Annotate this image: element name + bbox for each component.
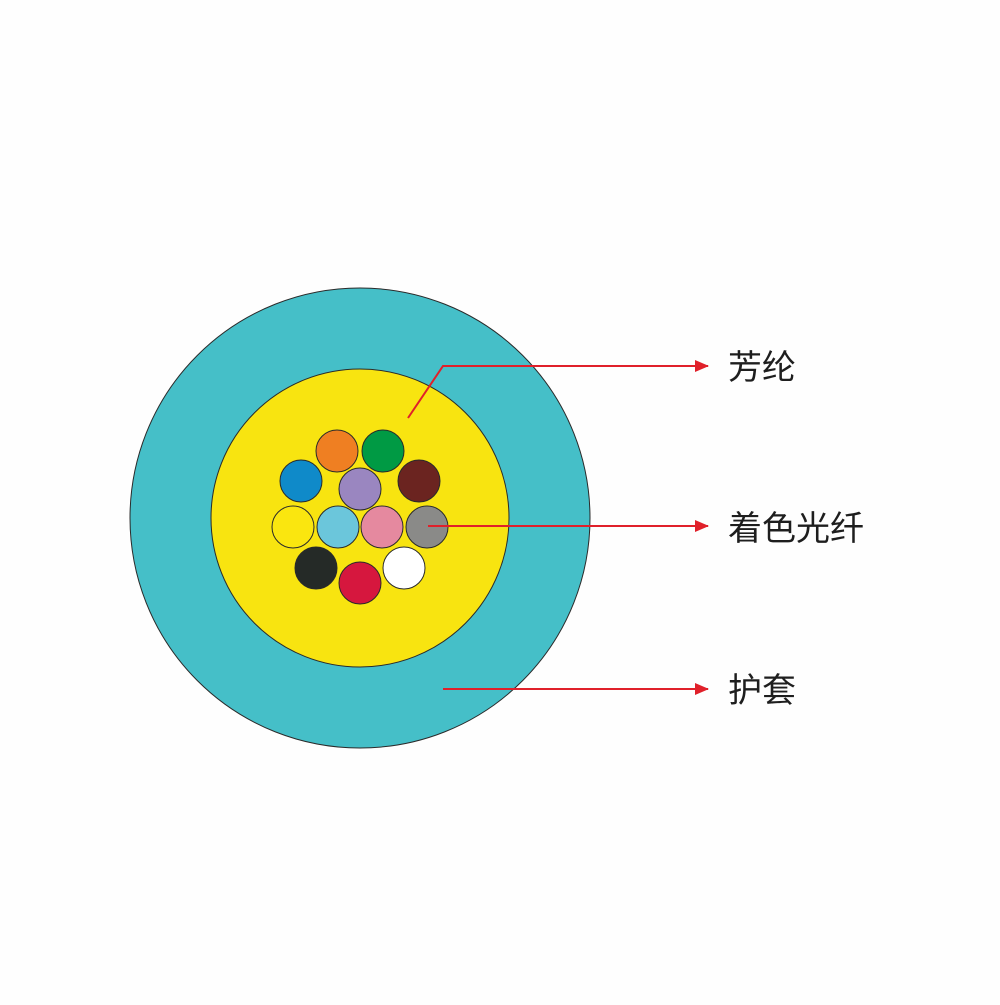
- colored-fiber-5: [397, 459, 441, 503]
- colored-fiber-8: [360, 505, 404, 549]
- colored-fiber-4: [338, 467, 382, 511]
- colored-fiber-3: [279, 459, 323, 503]
- aramid-layer: [210, 368, 510, 668]
- colored-fiber-2: [361, 429, 405, 473]
- colored-fibers-group: [271, 429, 449, 605]
- colored-fiber-1: [315, 429, 359, 473]
- colored-fiber-label: 着色光纤: [728, 509, 864, 549]
- colored-fiber-10: [294, 546, 338, 590]
- aramid-leader-line: [407, 360, 709, 419]
- colored-fiber-12: [382, 546, 426, 590]
- aramid-label: 芳纶: [728, 348, 796, 388]
- colored-fiber-6: [271, 505, 315, 549]
- jacket-label: 护套: [728, 671, 796, 711]
- colored-fiber-11: [338, 561, 382, 605]
- colored-fiber-7: [316, 505, 360, 549]
